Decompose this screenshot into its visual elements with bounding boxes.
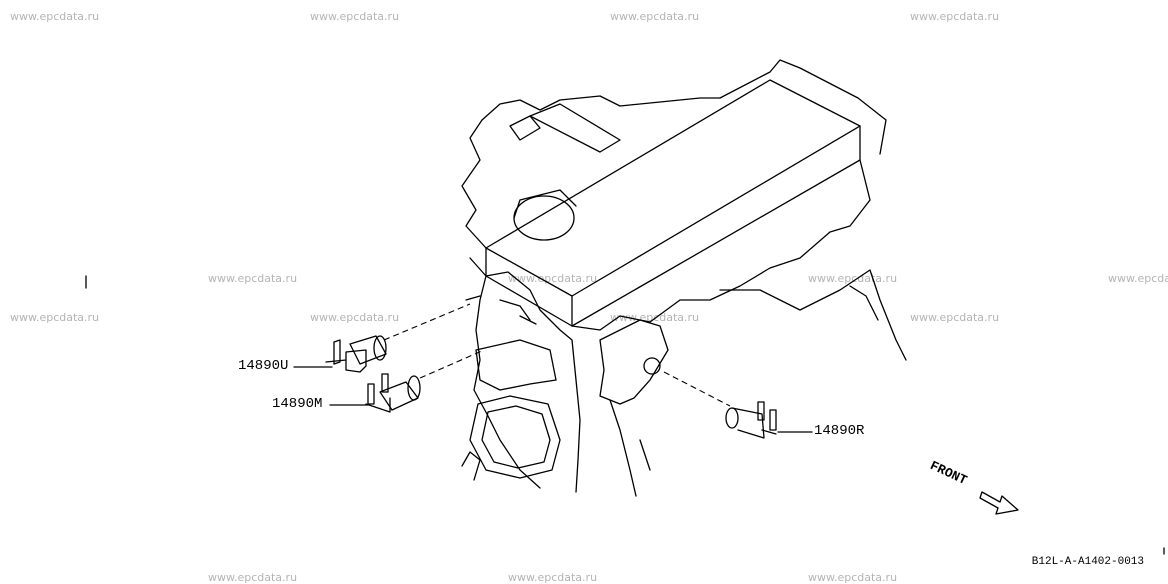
watermark: www.epcdata.ru (208, 272, 298, 285)
leader-upper (383, 303, 471, 341)
watermark: www.epcdata.ru (508, 272, 598, 285)
front-arrow-icon (979, 491, 1019, 515)
watermark: www.epcdata.ru (208, 571, 298, 584)
watermark: www.epcdata.ru (910, 10, 1000, 23)
diagram-code: B12L-A-A1402-0013 (1031, 556, 1144, 568)
watermark: www.epcdata.ru (508, 571, 598, 584)
leader-rear (663, 371, 731, 407)
watermark: www.epcdata.ru (808, 272, 898, 285)
watermark: www.epcdata.ru (808, 571, 898, 584)
watermark: www.epcdata.ru (310, 10, 400, 23)
watermark: www.epcdata.ru (610, 311, 700, 324)
part-label-14890u[interactable]: 14890U (238, 358, 289, 374)
engine-block (461, 59, 907, 497)
watermark: www.epcdata.ru (310, 311, 400, 324)
watermark: www.epcdata.ru (10, 10, 100, 23)
watermark: www.epcdata.ru (1108, 272, 1168, 285)
sensor-rear[interactable] (725, 401, 777, 439)
leader-middle (419, 349, 485, 379)
watermark: www.epcdata.ru (610, 10, 700, 23)
sensor-middle[interactable] (365, 373, 421, 413)
part-label-14890r[interactable]: 14890R (814, 423, 865, 439)
sensor-upper[interactable] (325, 335, 387, 373)
watermark: www.epcdata.ru (10, 311, 100, 324)
watermark: www.epcdata.ru (910, 311, 1000, 324)
part-label-14890m[interactable]: 14890M (272, 396, 323, 412)
